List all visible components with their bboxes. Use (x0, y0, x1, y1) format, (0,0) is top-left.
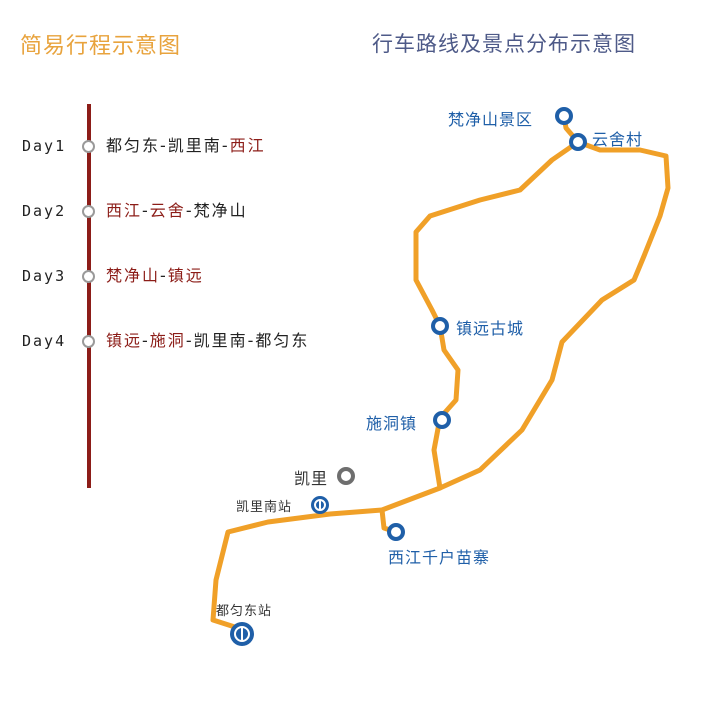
scenic-marker-icon (431, 317, 449, 335)
route-stop: 西江 (229, 136, 266, 155)
route-stop: 镇远 (106, 331, 143, 350)
place-label-duyundong: 都匀东站 (216, 604, 273, 619)
route-stop: 西江 (106, 201, 143, 220)
place-label-fanjingshan: 梵净山景区 (448, 110, 534, 129)
place-label-kaili: 凯里 (294, 469, 329, 488)
route-stop: 都匀东 (106, 136, 161, 155)
place-label-kailinan: 凯里南站 (236, 500, 293, 515)
route-separator: - (160, 136, 168, 155)
route-stop: 都匀东 (255, 331, 310, 350)
railway-station-icon (311, 496, 329, 514)
day-route: 梵净山-镇远 (106, 264, 204, 288)
place-label-shidong: 施洞镇 (366, 414, 418, 433)
timeline-dot-icon (82, 270, 95, 283)
route-separator: - (221, 136, 230, 155)
day-route: 西江-云舍-梵净山 (106, 199, 248, 223)
route-separator: - (247, 331, 256, 350)
itinerary-day: Day3 梵净山-镇远 (0, 264, 420, 288)
route-separator: - (185, 331, 194, 350)
route-separator: - (142, 201, 150, 220)
scenic-marker-icon (433, 411, 451, 429)
day-label: Day3 (22, 267, 67, 285)
route-stop: 梵净山 (193, 201, 248, 220)
route-stop: 云舍 (149, 201, 186, 220)
place-label-yunshe: 云舍村 (592, 130, 644, 149)
route-separator: - (142, 331, 150, 350)
railway-station-icon (230, 622, 254, 646)
route-separator: - (160, 266, 168, 285)
day-label: Day1 (22, 137, 67, 155)
map-title: 行车路线及景点分布示意图 (372, 32, 636, 56)
route-stop: 镇远 (167, 266, 204, 285)
day-label: Day2 (22, 202, 67, 220)
route-line (210, 113, 671, 631)
route-separator: - (185, 201, 194, 220)
timeline-bar (87, 104, 91, 488)
route-stop: 梵净山 (106, 266, 161, 285)
route-stop: 凯里南 (193, 331, 248, 350)
place-label-zhenyuan: 镇远古城 (456, 319, 525, 338)
timeline-dot-icon (82, 140, 95, 153)
place-label-xijiang: 西江千户苗寨 (388, 548, 491, 567)
itinerary-title: 简易行程示意图 (20, 34, 182, 59)
day-label: Day4 (22, 332, 67, 350)
city-marker-icon (337, 467, 355, 485)
route-stop: 施洞 (149, 331, 186, 350)
timeline-dot-icon (82, 205, 95, 218)
scenic-marker-icon (387, 523, 405, 541)
day-route: 都匀东-凯里南-西江 (106, 134, 266, 158)
scenic-marker-icon (569, 133, 587, 151)
day-route: 镇远-施洞-凯里南-都匀东 (106, 329, 309, 353)
scenic-marker-icon (555, 107, 573, 125)
timeline-dot-icon (82, 335, 95, 348)
route-stop: 凯里南 (167, 136, 222, 155)
